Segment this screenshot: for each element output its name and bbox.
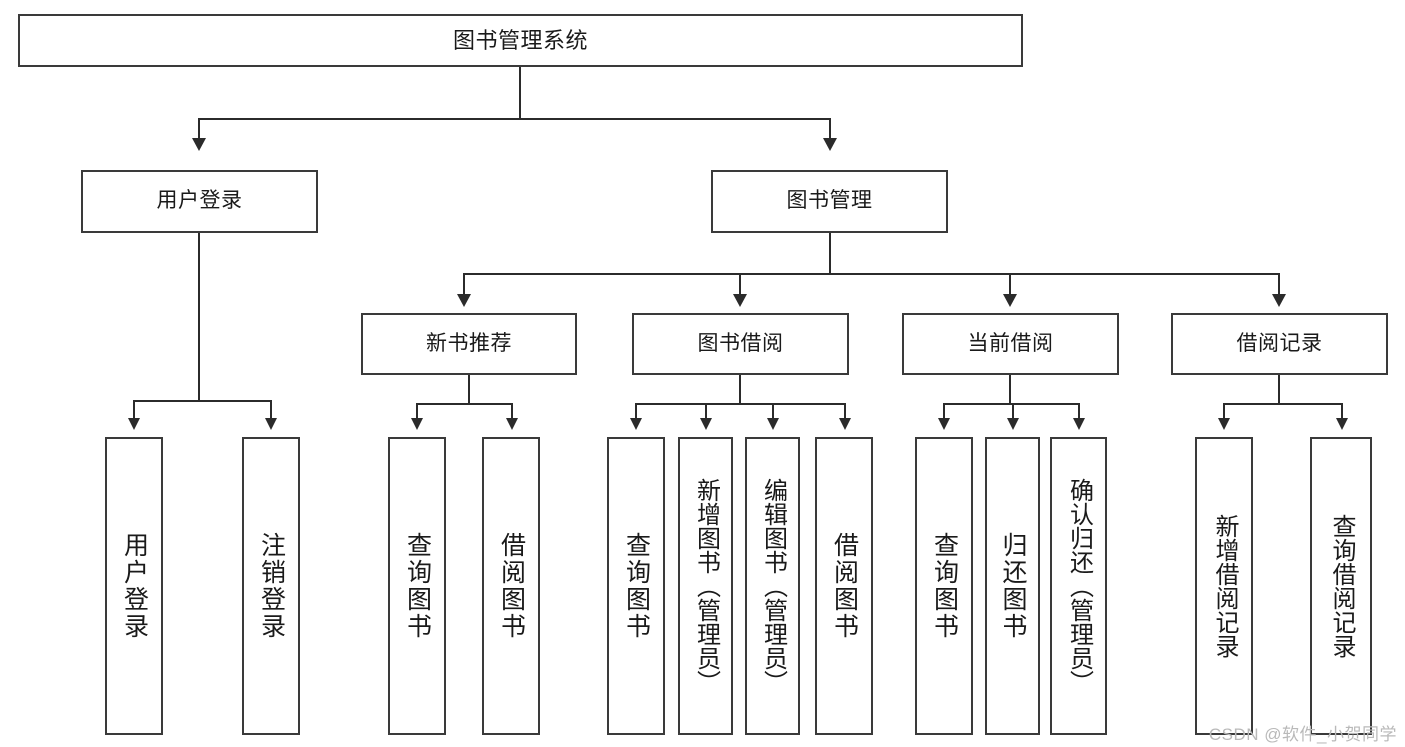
leaf-bb-add-book-admin[interactable]: 新增图书（管理员） [678,437,733,735]
arrowhead-cb-leaf-1 [938,418,950,430]
leaf-logout-login[interactable]: 注销登录 [242,437,300,735]
node-root[interactable]: 图书管理系统 [18,14,1023,67]
node-label: 确认归还（管理员） [1065,478,1093,694]
arrowhead-bb-leaf-1 [630,418,642,430]
node-label: 新增图书（管理员） [692,478,720,694]
node-current-borrow[interactable]: 当前借阅 [902,313,1119,375]
leaf-cb-confirm-return-admin[interactable]: 确认归还（管理员） [1050,437,1107,735]
csdn-watermark: CSDN @软件_小贺同学 [1208,725,1397,744]
node-label: 查询借阅记录 [1328,514,1355,658]
node-label: 查询图书 [622,532,651,640]
leaf-nbr-borrow-book[interactable]: 借阅图书 [482,437,540,735]
node-new-book-recommend[interactable]: 新书推荐 [361,313,577,375]
connector-book-mgmt-drop-2 [739,273,741,296]
arrowhead-to-book-borrow [733,294,747,307]
connector-book-borrow-drop-1 [635,403,637,420]
node-label: 当前借阅 [967,331,1054,355]
node-book-management[interactable]: 图书管理 [711,170,948,233]
leaf-bb-query-book[interactable]: 查询图书 [607,437,665,735]
arrowhead-nbr-leaf-1 [411,418,423,430]
connector-user-login-bus [133,400,270,402]
leaf-bb-edit-book-admin[interactable]: 编辑图书（管理员） [745,437,800,735]
arrowhead-to-borrow-record [1272,294,1286,307]
arrowhead-root-to-user-login [192,138,206,151]
connector-root-bus [198,118,830,120]
node-label: 查询图书 [403,532,432,640]
arrowhead-bb-leaf-4 [839,418,851,430]
node-borrow-record[interactable]: 借阅记录 [1171,313,1388,375]
connector-root-to-user-login [198,118,200,140]
connector-book-borrow-bus [635,403,844,405]
node-label: 图书管理 [786,189,873,213]
connector-new-book-rec-drop-1 [416,403,418,420]
connector-user-login-drop-2 [270,400,272,420]
connector-book-mgmt-drop-1 [463,273,465,296]
node-label: 注销登录 [257,532,286,640]
node-label: 查询图书 [930,532,959,640]
node-label: 用户登录 [156,189,243,213]
node-label: 借阅记录 [1236,331,1323,355]
node-book-borrow[interactable]: 图书借阅 [632,313,849,375]
leaf-br-add-record[interactable]: 新增借阅记录 [1195,437,1253,735]
connector-root-trunk [519,67,521,118]
connector-borrow-record-drop-1 [1223,403,1225,420]
node-label: 借阅图书 [497,532,526,640]
node-label: 图书借阅 [697,331,784,355]
arrowhead-to-new-book-rec [457,294,471,307]
connector-book-mgmt-drop-3 [1009,273,1011,296]
node-user-login[interactable]: 用户登录 [81,170,318,233]
arrowhead-bb-leaf-3 [767,418,779,430]
connector-book-borrow-trunk [739,375,741,403]
node-label: 图书管理系统 [452,27,588,53]
arrowhead-br-leaf-1 [1218,418,1230,430]
leaf-br-query-record[interactable]: 查询借阅记录 [1310,437,1372,735]
connector-borrow-record-bus [1223,403,1342,405]
connector-new-book-rec-bus [416,403,512,405]
node-label: 归还图书 [999,532,1027,640]
connector-user-login-drop-1 [133,400,135,420]
node-label: 新增借阅记录 [1211,514,1238,658]
connector-book-mgmt-trunk [829,233,831,273]
connector-new-book-rec-trunk [468,375,470,403]
arrowhead-br-leaf-2 [1336,418,1348,430]
leaf-nbr-query-book[interactable]: 查询图书 [388,437,446,735]
connector-book-mgmt-bus [463,273,1280,275]
node-label: 用户登录 [120,532,149,640]
connector-book-mgmt-drop-4 [1278,273,1280,296]
arrowhead-bb-leaf-2 [700,418,712,430]
connector-book-borrow-drop-4 [844,403,846,420]
arrowhead-root-to-book-mgmt [823,138,837,151]
node-label: 借阅图书 [830,532,859,640]
connector-current-borrow-bus [943,403,1079,405]
leaf-bb-borrow-book[interactable]: 借阅图书 [815,437,873,735]
arrowhead-to-current-borrow [1003,294,1017,307]
arrowhead-cb-leaf-3 [1073,418,1085,430]
connector-book-borrow-drop-3 [772,403,774,420]
connector-current-borrow-drop-1 [943,403,945,420]
connector-book-borrow-drop-2 [705,403,707,420]
arrowhead-user-login-leaf-2 [265,418,277,430]
connector-borrow-record-trunk [1278,375,1280,403]
node-label: 编辑图书（管理员） [759,478,787,694]
leaf-user-login[interactable]: 用户登录 [105,437,163,735]
connector-root-to-book-mgmt [829,118,831,140]
leaf-cb-query-book[interactable]: 查询图书 [915,437,973,735]
arrowhead-nbr-leaf-2 [506,418,518,430]
leaf-cb-return-book[interactable]: 归还图书 [985,437,1040,735]
connector-new-book-rec-drop-2 [511,403,513,420]
connector-borrow-record-drop-2 [1341,403,1343,420]
arrowhead-user-login-leaf-1 [128,418,140,430]
connector-user-login-trunk [198,233,200,400]
connector-current-borrow-drop-3 [1078,403,1080,420]
connector-current-borrow-drop-2 [1012,403,1014,420]
connector-current-borrow-trunk [1009,375,1011,403]
node-label: 新书推荐 [426,331,512,355]
arrowhead-cb-leaf-2 [1007,418,1019,430]
